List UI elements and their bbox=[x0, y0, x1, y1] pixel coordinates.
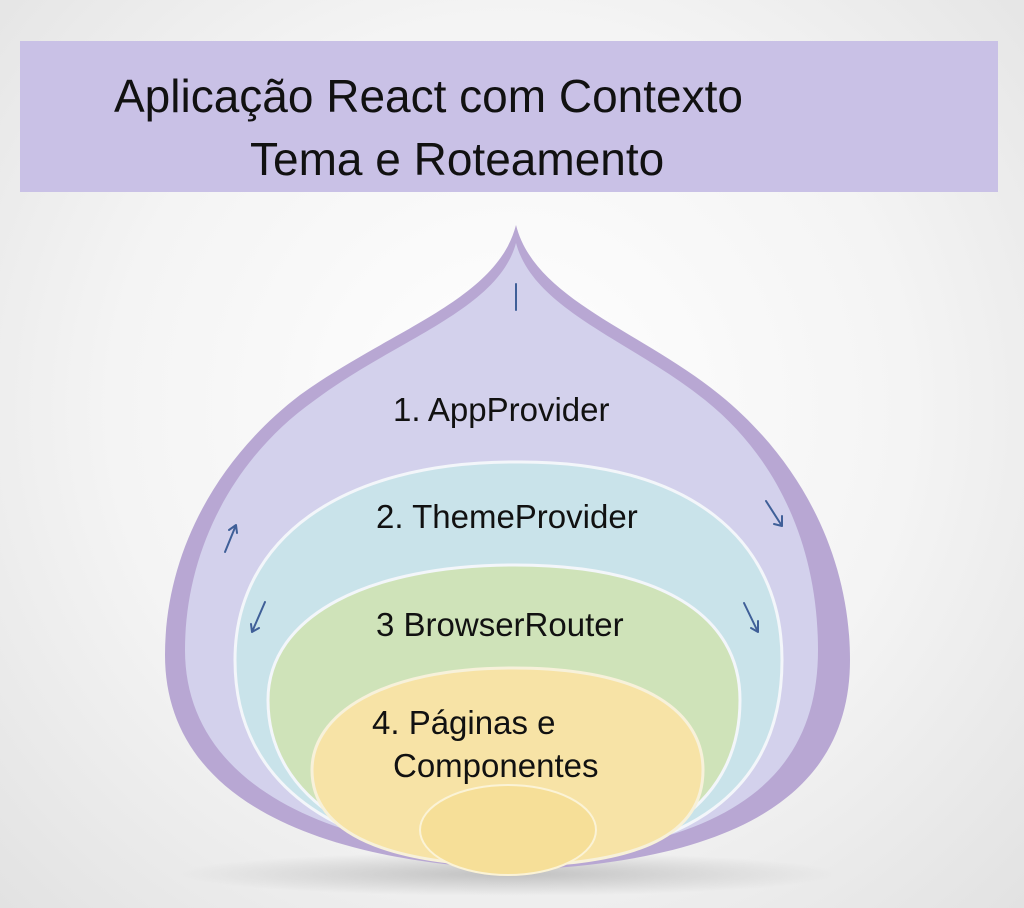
inner-core bbox=[419, 784, 597, 876]
flow-arrow-icon bbox=[250, 601, 266, 633]
flow-arrow-icon bbox=[224, 524, 238, 553]
label-pages-components-line-2: Componentes bbox=[393, 747, 598, 784]
label-app-provider: 1. AppProvider bbox=[393, 391, 609, 428]
flow-arrow-icon bbox=[743, 602, 759, 633]
label-browser-router: 3 BrowserRouter bbox=[376, 606, 624, 643]
title-line-1: Aplicação React com Contexto bbox=[114, 70, 743, 122]
title-banner: Aplicação React com Contexto Tema e Rote… bbox=[20, 41, 998, 192]
label-theme-provider: 2. ThemeProvider bbox=[376, 498, 638, 535]
flow-arrow-icon bbox=[765, 500, 783, 527]
title-line-2: Tema e Roteamento bbox=[250, 133, 665, 185]
label-pages-components-line-1: 4. Páginas e bbox=[372, 704, 555, 741]
